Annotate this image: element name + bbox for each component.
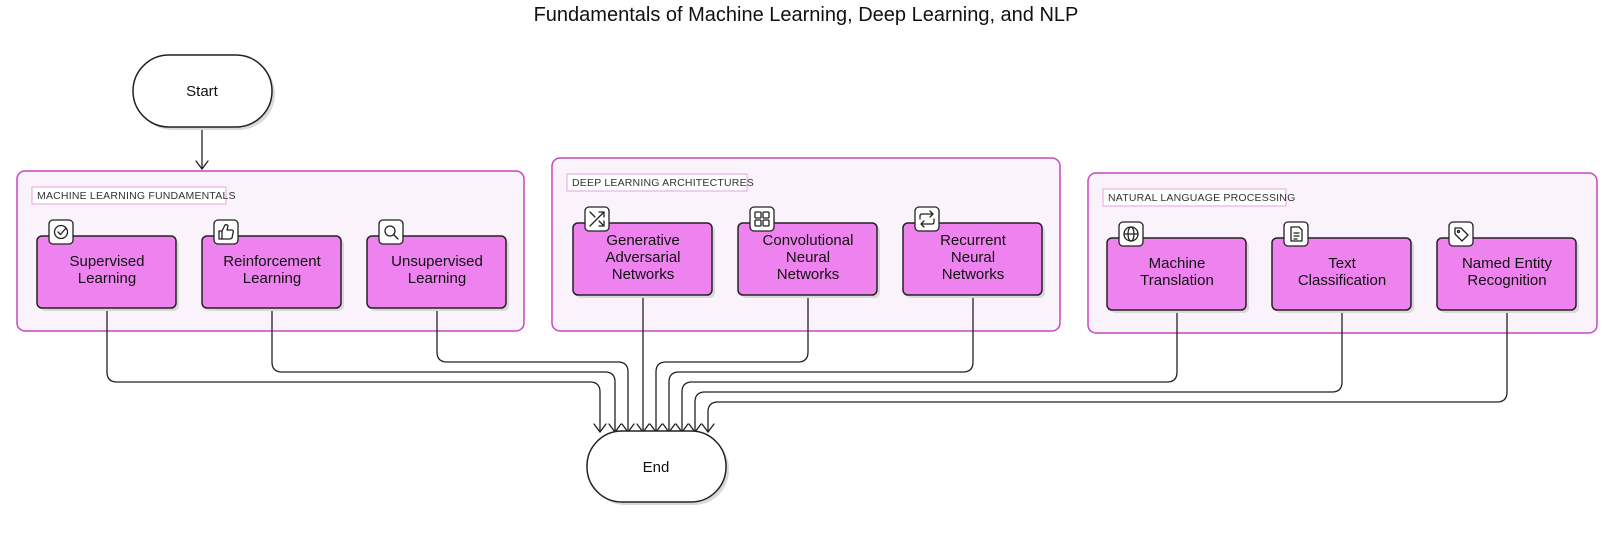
node-label-line: Named Entity	[1462, 255, 1553, 272]
node-recurrent-neural-networks: Recurrent Neural Networks	[902, 206, 1045, 298]
node-unsupervised-learning: Unsupervised Learning	[366, 219, 509, 311]
node-label-line: Text	[1328, 255, 1356, 272]
node-reinforcement-learning: Reinforcement Learning	[201, 219, 344, 311]
node-label-line: Recurrent	[940, 232, 1007, 249]
node-box	[1271, 237, 1412, 311]
node-label-line: Neural	[951, 249, 995, 266]
document-icon	[1283, 221, 1309, 247]
arrowhead	[701, 423, 715, 434]
node-label-line: Adversarial	[605, 249, 680, 266]
check-circle-icon	[48, 219, 74, 245]
start-terminal	[132, 54, 273, 128]
group-label-box	[1102, 188, 1287, 207]
start-label: Start	[186, 83, 219, 100]
edge-rnn-to-end	[668, 296, 974, 431]
node-label-line: Networks	[777, 266, 840, 283]
node-label-line: Networks	[942, 266, 1005, 283]
globe-icon	[1118, 221, 1144, 247]
group-label: NATURAL LANGUAGE PROCESSING	[1108, 192, 1295, 204]
node-label-line: Reinforcement	[223, 253, 321, 270]
node-label-line: Translation	[1140, 272, 1214, 289]
node-text-classification: Text Classification	[1271, 221, 1414, 313]
node-generative-adversarial-networks: Generative Adversarial Networks	[572, 206, 715, 298]
end-label: End	[643, 459, 670, 476]
edge-unsupervised-to-end	[436, 309, 629, 431]
node-convolutional-neural-networks: Convolutional Neural Networks	[737, 206, 880, 298]
grid-icon	[749, 206, 775, 232]
repeat-icon	[914, 206, 940, 232]
end-terminal	[586, 430, 727, 503]
node-box	[1436, 237, 1577, 311]
node-named-entity-recognition: Named Entity Recognition	[1436, 221, 1579, 313]
node-label-line: Classification	[1298, 272, 1386, 289]
diagram-title: Fundamentals of Machine Learning, Deep L…	[534, 4, 1079, 26]
arrowhead	[195, 160, 209, 171]
node-box	[1106, 237, 1247, 311]
node-box	[572, 222, 713, 296]
search-icon	[378, 219, 404, 245]
edge-reinforcement-to-end	[271, 309, 616, 431]
node-label-line: Neural	[786, 249, 830, 266]
node-box	[366, 235, 507, 309]
edges	[106, 128, 1508, 434]
group-label: MACHINE LEARNING FUNDAMENTALS	[37, 190, 236, 202]
node-label-line: Recognition	[1467, 272, 1546, 289]
node-box	[902, 222, 1043, 296]
node-label-line: Learning	[78, 270, 136, 287]
node-label-line: Learning	[243, 270, 301, 287]
edge-ner-to-end	[707, 311, 1508, 431]
edge-cnn-to-end	[655, 296, 809, 431]
node-label-line: Machine	[1149, 255, 1206, 272]
node-machine-translation: Machine Translation	[1106, 221, 1249, 313]
node-label-line: Unsupervised	[391, 253, 483, 270]
edge-supervised-to-end	[106, 309, 601, 431]
node-label-line: Generative	[606, 232, 679, 249]
edge-translation-to-end	[681, 311, 1178, 431]
node-box	[201, 235, 342, 309]
group-label: DEEP LEARNING ARCHITECTURES	[572, 177, 754, 189]
shuffle-icon	[584, 206, 610, 232]
edge-classification-to-end	[694, 311, 1343, 431]
end-node: End	[586, 430, 729, 505]
node-label-line: Convolutional	[763, 232, 854, 249]
node-box	[36, 235, 177, 309]
node-label-line: Supervised	[69, 253, 144, 270]
group-label-box	[31, 186, 227, 205]
node-box	[737, 222, 878, 296]
arrowhead	[593, 423, 607, 434]
node-label-line: Networks	[612, 266, 675, 283]
group-label-box	[566, 173, 748, 192]
node-supervised-learning: Supervised Learning	[36, 219, 179, 311]
thumbs-up-icon	[213, 219, 239, 245]
node-label-line: Learning	[408, 270, 466, 287]
tag-icon	[1448, 221, 1474, 247]
start-node: Start	[132, 54, 275, 130]
